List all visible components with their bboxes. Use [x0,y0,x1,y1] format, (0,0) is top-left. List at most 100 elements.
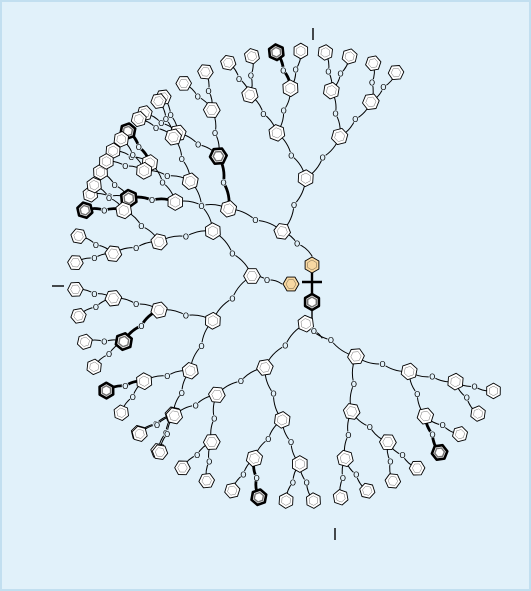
aryl-ring-44-inner [107,293,119,304]
aryl-ring-45-inner [73,311,84,321]
oxygen-atom-48-bg [182,232,190,241]
oxygen-atom-81-bg [303,478,311,486]
aryl-ring-17-inner [271,127,282,139]
oxygen-atom-92: O [154,421,160,430]
aryl-ring-53 [76,201,94,220]
aryl-ring-23 [293,42,309,60]
aryl-ring-27-inner [344,51,355,62]
oxygen-atom-39: O [122,382,128,391]
oxygen-atom-27: O [337,70,343,79]
oxygen-atom-47-bg [228,249,237,258]
aryl-ring-63 [347,348,365,365]
aryl-ring-3-inner [123,192,135,205]
aryl-ring-81 [306,492,321,509]
aryl-ring-69-inner [455,429,465,440]
aryl-ring-54-inner [89,180,99,191]
oxygen-atom-67-bg [463,394,471,402]
oxygen-atom-50: O [91,254,97,263]
oxygen-atom-91-bg [163,430,171,438]
oxygen-atom-61: O [163,115,169,124]
oxygen-atom-54: O [106,194,112,203]
aryl-ring-92 [131,425,148,442]
aryl-ring-83-inner [249,453,260,464]
oxygen-atom-50-bg [90,254,98,262]
aryl-ring-0-inner [276,226,288,237]
aryl-ring-70-inner [433,447,446,458]
oxygen-atom-18-bg [259,110,267,118]
ring-layer [67,42,501,509]
aryl-ring-22 [267,43,285,62]
oxygen-atom-6-bg [158,178,167,187]
aryl-ring-31-inner [246,271,258,281]
aryl-ring-61-inner [153,96,164,106]
aryl-ring-81-inner [308,495,319,506]
aryl-ring-37-inner [139,375,150,387]
aryl-ring-79 [274,411,291,429]
oxygen-atom-16-bg [290,201,298,209]
aryl-ring-1-inner [223,203,234,215]
oxygen-atom-45-bg [92,303,100,311]
oxygen-atom-43: O [101,338,107,347]
oxygen-atom-19-bg [235,75,243,83]
oxygen-atom-0: O [294,240,300,249]
oxygen-atom-80: O [288,438,294,447]
oxygen-atom-75: O [345,431,351,440]
oxygen-atom-89-bg [193,451,201,459]
aryl-ring-42 [86,358,102,376]
aryl-ring-25-inner [326,85,337,97]
oxygen-atom-11: O [158,119,164,128]
aryl-ring-19-inner [223,57,234,68]
aryl-ring-22-inner [271,46,282,58]
oxygen-atom-85-bg [239,470,247,479]
aryl-ring-89-inner [177,463,188,473]
oxygen-atom-10-bg [194,141,202,149]
oxygen-atom-76-bg [352,471,360,479]
aryl-ring-2 [167,193,184,211]
core-ring-bottom [303,292,321,312]
aryl-ring-65 [447,372,464,391]
oxygen-atom-64: O [379,360,385,369]
aryl-ring-73-inner [412,463,423,473]
aryl-ring-18 [241,86,259,104]
oxygen-atom-49-bg [132,244,140,252]
aryl-ring-15 [197,64,214,80]
oxygen-atom-82-bg [289,478,297,486]
aryl-ring-73 [408,460,426,476]
aryl-ring-27 [341,48,358,65]
oxygen-atom-30-bg [379,83,388,91]
aryl-ring-50 [67,255,84,271]
aryl-ring-72 [379,434,397,451]
oxygen-atom-40-bg [182,311,190,320]
aryl-ring-50-inner [70,258,81,268]
oxygen-atom-83: O [265,435,271,444]
oxygen-atom-84: O [253,474,259,483]
oxygen-atom-49: O [133,244,139,253]
oxygen-atom-55-bg [197,202,206,210]
aryl-ring-28 [362,93,380,111]
oxygen-atom-53: O [101,206,107,215]
aryl-ring-40 [150,301,168,319]
aryl-ring-58 [113,131,129,148]
aryl-ring-20 [244,48,260,65]
oxygen-atom-33: O [198,342,204,351]
aryl-ring-79-inner [277,414,288,426]
oxygen-atom-13-bg [211,129,219,137]
oxygen-atom-76: O [353,471,359,480]
oxygen-atom-72: O [367,423,373,432]
oxygen-atom-64-bg [378,360,387,368]
aryl-ring-47-inner [207,225,218,237]
oxygen-atom-69: O [440,421,446,430]
aryl-ring-90-inner [168,410,180,422]
oxygen-atom-39-bg [121,382,129,390]
aryl-ring-43 [76,333,93,350]
oxygen-atom-51: O [93,241,99,250]
aryl-ring-48 [150,233,168,251]
aryl-ring-55 [181,172,199,190]
oxygen-atom-86-bg [237,377,245,385]
aryl-ring-46 [67,281,84,297]
aryl-ring-60-inner [133,114,144,125]
aryl-ring-9-inner [212,150,225,162]
oxygen-atom-79-bg [269,390,278,398]
oxygen-atom-91: O [164,430,170,439]
